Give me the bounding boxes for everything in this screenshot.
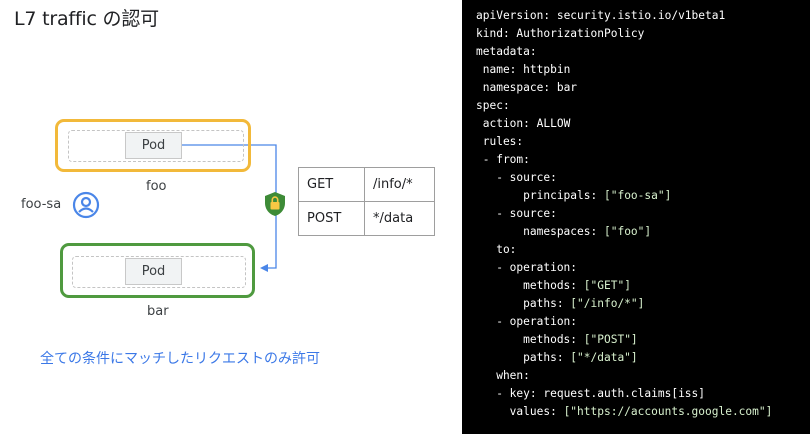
code-line: - source: <box>476 207 557 220</box>
allowed-requests-table: GET /info/* POST */data <box>298 167 435 236</box>
code-line: spec: <box>476 99 510 112</box>
code-line: methods: ["POST"] <box>476 333 638 346</box>
code-line: to: <box>476 243 517 256</box>
foo-pod: Pod <box>125 132 182 159</box>
code-line: when: <box>476 369 530 382</box>
bar-pod: Pod <box>125 258 182 285</box>
method-cell: GET <box>298 167 365 202</box>
code-line: paths: ["*/data"] <box>476 351 638 364</box>
code-line: - key: request.auth.claims[iss] <box>476 387 706 400</box>
method-cell: POST <box>298 201 365 236</box>
shield-lock-icon <box>265 192 285 216</box>
service-account-label: foo-sa <box>21 197 62 212</box>
code-line: apiVersion: security.istio.io/v1beta1 <box>476 9 726 22</box>
foo-namespace-label: foo <box>146 179 167 194</box>
path-cell: */data <box>364 201 435 236</box>
caption-text: 全ての条件にマッチしたリクエストのみ許可 <box>40 351 320 367</box>
slide-title: L7 traffic の認可 <box>14 8 159 30</box>
code-line: metadata: <box>476 45 537 58</box>
code-line: - operation: <box>476 315 578 328</box>
code-line: namespace: bar <box>476 81 578 94</box>
table-row: GET /info/* <box>298 167 435 202</box>
code-line: action: ALLOW <box>476 117 571 130</box>
code-line: rules: <box>476 135 524 148</box>
path-cell: /info/* <box>364 167 435 202</box>
yaml-code-panel: apiVersion: security.istio.io/v1beta1 kin… <box>462 0 810 434</box>
authorization-policy-yaml: apiVersion: security.istio.io/v1beta1 kin… <box>476 7 772 421</box>
code-line: paths: ["/info/*"] <box>476 297 645 310</box>
code-line: kind: AuthorizationPolicy <box>476 27 645 40</box>
code-line: methods: ["GET"] <box>476 279 631 292</box>
code-line: namespaces: ["foo"] <box>476 225 652 238</box>
table-row: POST */data <box>298 201 435 236</box>
foo-workload-area <box>68 130 244 162</box>
bar-namespace-label: bar <box>147 304 169 319</box>
foo-namespace-box <box>55 119 251 172</box>
code-line: values: ["https://accounts.google.com"] <box>476 405 773 418</box>
code-line: principals: ["foo-sa"] <box>476 189 672 202</box>
code-line: - operation: <box>476 261 578 274</box>
user-circle-icon <box>72 191 100 219</box>
code-line: name: httpbin <box>476 63 571 76</box>
bar-workload-area <box>72 256 246 288</box>
bar-namespace-box <box>60 243 255 298</box>
code-line: - source: <box>476 171 557 184</box>
diagram-panel: L7 traffic の認可 Pod foo foo-sa Pod bar GE… <box>14 8 435 367</box>
code-line: - from: <box>476 153 530 166</box>
